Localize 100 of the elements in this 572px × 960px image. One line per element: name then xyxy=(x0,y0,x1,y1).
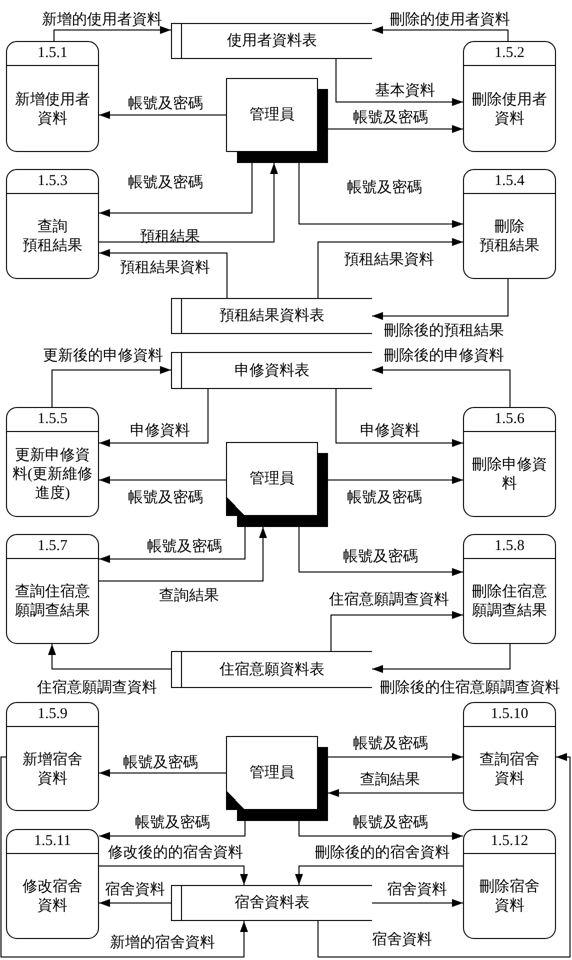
data-flow-arrow xyxy=(98,249,228,298)
edge-label: 刪除後的的宿舍資料 xyxy=(315,844,450,862)
edge-label: 新增的宿舍資料 xyxy=(110,934,215,952)
store-label: 宿舍資料表 xyxy=(234,894,310,912)
store-label: 使用者資料表 xyxy=(227,32,317,50)
data-store xyxy=(171,352,372,389)
process-box xyxy=(6,41,99,152)
process-label: 查詢預租結果 xyxy=(22,218,82,256)
process-box xyxy=(6,534,99,644)
data-flow-arrow xyxy=(372,644,510,673)
edge-label: 帳號及密碼 xyxy=(147,538,222,556)
data-flow-arrow xyxy=(98,111,226,119)
external-entity xyxy=(226,442,328,527)
process-box xyxy=(6,702,99,811)
data-flow-arrow xyxy=(98,899,172,907)
store-label: 預租結果資料表 xyxy=(220,307,324,325)
process-label: 新增使用者資料 xyxy=(14,90,91,128)
edge-label: 刪除後的申修資料 xyxy=(384,347,504,365)
edge-label: 帳號及密碼 xyxy=(128,489,203,507)
process-box xyxy=(463,702,556,811)
data-flow-arrow xyxy=(98,476,226,484)
data-flow-arrow xyxy=(372,899,464,907)
edge-label: 預租結果資料 xyxy=(344,251,434,269)
process-label: 刪除申修資料 xyxy=(471,456,548,494)
data-flow-arrow xyxy=(0,756,248,958)
edge-label: 申修資料 xyxy=(130,422,190,440)
entity-label: 管理員 xyxy=(250,106,294,124)
process-box xyxy=(463,41,556,152)
process-label: 刪除預租結果 xyxy=(480,218,540,256)
edge-label: 新增的使用者資料 xyxy=(42,11,162,29)
data-store xyxy=(171,651,372,688)
data-flow-arrow xyxy=(298,526,464,576)
edge-label: 宿舍資料 xyxy=(387,881,447,899)
data-flow-arrow xyxy=(98,162,252,217)
process-label: 新增宿舍資料 xyxy=(22,750,84,788)
process-box xyxy=(6,407,99,517)
edge-label: 修改後的的宿舍資料 xyxy=(108,844,243,862)
edge-label: 帳號及密碼 xyxy=(135,814,210,832)
process-label: 查詢宿舍資料 xyxy=(478,750,540,788)
edge-label: 宿舍資料 xyxy=(105,881,165,899)
edge-label: 帳號及密碼 xyxy=(123,754,198,772)
process-number: 1.5.3 xyxy=(38,173,68,190)
store-label: 住宿意願資料表 xyxy=(220,660,324,678)
process-number: 1.5.10 xyxy=(490,706,528,723)
external-entity xyxy=(226,736,328,821)
data-flow-arrow xyxy=(98,866,248,886)
edge-label: 住宿意願調查資料 xyxy=(37,679,157,697)
process-label: 更新申修資料(更新維修進度) xyxy=(12,446,94,504)
data-flow-arrow xyxy=(328,476,464,484)
data-store xyxy=(171,23,372,59)
process-number: 1.5.12 xyxy=(490,833,528,850)
process-number: 1.5.6 xyxy=(494,411,524,428)
entity-label: 管理員 xyxy=(250,470,294,488)
edge-label: 帳號及密碼 xyxy=(353,814,428,832)
process-label: 修改宿舍資料 xyxy=(22,878,84,916)
edge-label: 刪除後的住宿意願調查資料 xyxy=(380,679,560,697)
edge-label: 查詢結果 xyxy=(159,587,219,605)
data-flow-arrow xyxy=(98,162,278,242)
data-flow-arrow xyxy=(98,820,246,840)
edge-label: 基本資料 xyxy=(375,82,435,100)
process-number: 1.5.9 xyxy=(38,706,68,723)
store-label: 申修資料表 xyxy=(234,362,310,380)
data-flow-arrow xyxy=(328,789,464,797)
data-store xyxy=(171,885,372,921)
data-flow-arrow xyxy=(298,820,464,840)
data-flow-arrow xyxy=(372,26,508,42)
edge-label: 帳號及密碼 xyxy=(128,174,203,192)
process-label: 刪除住宿意願調查結果 xyxy=(471,583,548,621)
process-box xyxy=(463,534,556,644)
process-box xyxy=(6,829,99,939)
external-entity xyxy=(226,78,328,163)
data-flow-arrow xyxy=(298,162,464,228)
edge-label: 宿舍資料 xyxy=(372,931,432,949)
entity-label: 管理員 xyxy=(250,764,294,782)
edge-label: 帳號及密碼 xyxy=(353,735,428,753)
data-flow-arrow xyxy=(318,753,570,958)
data-flow-arrow xyxy=(295,866,464,886)
process-box xyxy=(463,829,556,939)
data-flow-arrow xyxy=(328,753,464,761)
process-number: 1.5.1 xyxy=(38,45,68,62)
edge-label: 刪除後的預租結果 xyxy=(384,322,504,340)
process-number: 1.5.7 xyxy=(38,538,68,555)
data-flow-arrow xyxy=(336,388,464,447)
edge-label: 帳號及密碼 xyxy=(343,548,418,566)
edge-label: 帳號及密碼 xyxy=(128,95,203,113)
process-label: 查詢住宿意願調查結果 xyxy=(14,583,91,621)
data-flow-arrow xyxy=(372,278,508,320)
edge-label: 預租結果資料 xyxy=(120,259,210,277)
process-box xyxy=(463,407,556,517)
data-flow-arrow xyxy=(48,644,172,670)
data-flow-arrow xyxy=(372,366,510,408)
data-flow-arrow xyxy=(318,238,464,298)
process-number: 1.5.5 xyxy=(38,411,68,428)
data-flow-arrow xyxy=(98,526,246,563)
data-flow-arrow xyxy=(54,26,172,42)
process-box xyxy=(6,169,99,279)
data-store xyxy=(171,298,372,334)
edge-label: 查詢結果 xyxy=(360,771,420,789)
data-flow-arrow xyxy=(330,611,464,652)
process-number: 1.5.4 xyxy=(494,173,524,190)
